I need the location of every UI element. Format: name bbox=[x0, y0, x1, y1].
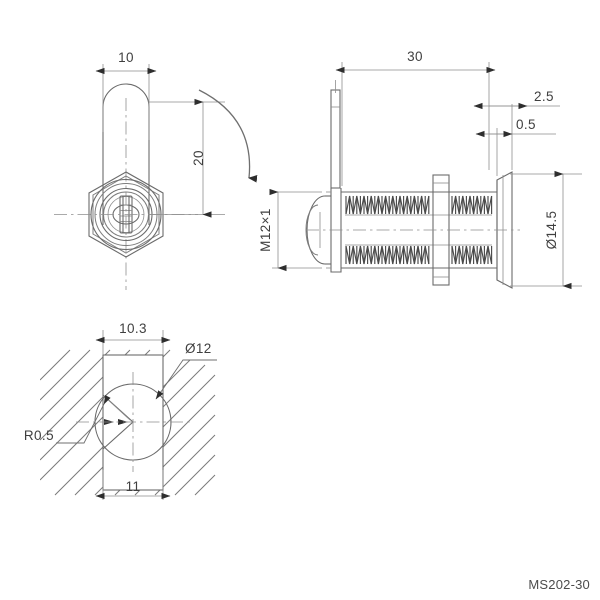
dim-front-width: 10 bbox=[95, 50, 157, 140]
dim-value-20: 20 bbox=[191, 150, 206, 166]
front-view-group: 10 20 bbox=[54, 50, 258, 290]
dim-value-10: 10 bbox=[118, 50, 134, 65]
dim-value-0-5: 0.5 bbox=[516, 117, 536, 132]
side-thread-root-lines bbox=[345, 214, 492, 246]
dim-hole-diameter: Ø12 bbox=[155, 341, 217, 400]
side-barrel-envelope bbox=[341, 191, 497, 269]
side-thread-teeth-upper-left bbox=[345, 195, 430, 215]
part-number-label: MS202-30 bbox=[528, 577, 590, 592]
dim-front-height: 20 bbox=[149, 98, 225, 218]
side-cam-plate bbox=[330, 80, 341, 189]
side-thread-teeth-lower-right bbox=[451, 245, 493, 265]
dim-value-r0-5: R0.5 bbox=[24, 428, 54, 443]
cam-rotation-arc-icon bbox=[198, 89, 258, 183]
side-view-group: 30 2.5 0.5 M12×1 bbox=[258, 49, 582, 290]
dim-corner-radius: R0.5 bbox=[24, 395, 111, 444]
side-thread-teeth-upper-right bbox=[451, 195, 493, 215]
dim-thread-spec: M12×1 bbox=[258, 188, 322, 272]
dim-cutout-flat: 11 bbox=[95, 470, 171, 500]
dim-cap-step-a: 2.5 bbox=[473, 89, 560, 170]
dim-value-30: 30 bbox=[407, 49, 423, 64]
dim-value-m12x1: M12×1 bbox=[258, 208, 273, 252]
dim-overall-length: 30 bbox=[335, 49, 496, 186]
section-view-group: 10.3 11 Ø12 R0.5 bbox=[24, 321, 217, 500]
side-thread-teeth-lower-left bbox=[345, 245, 430, 265]
dim-value-10-3: 10.3 bbox=[119, 321, 147, 336]
dim-value-dia-12: Ø12 bbox=[185, 341, 212, 356]
dim-value-2-5: 2.5 bbox=[534, 89, 554, 104]
front-barrel-outline bbox=[102, 83, 150, 225]
dim-cutout-width: 10.3 bbox=[95, 321, 171, 355]
dim-cap-step-b: 0.5 bbox=[475, 117, 556, 176]
dim-head-diameter: Ø14.5 bbox=[510, 170, 582, 290]
front-hex-nut bbox=[88, 171, 164, 258]
dim-value-dia-14-5: Ø14.5 bbox=[544, 211, 559, 250]
dim-value-11: 11 bbox=[126, 479, 141, 494]
